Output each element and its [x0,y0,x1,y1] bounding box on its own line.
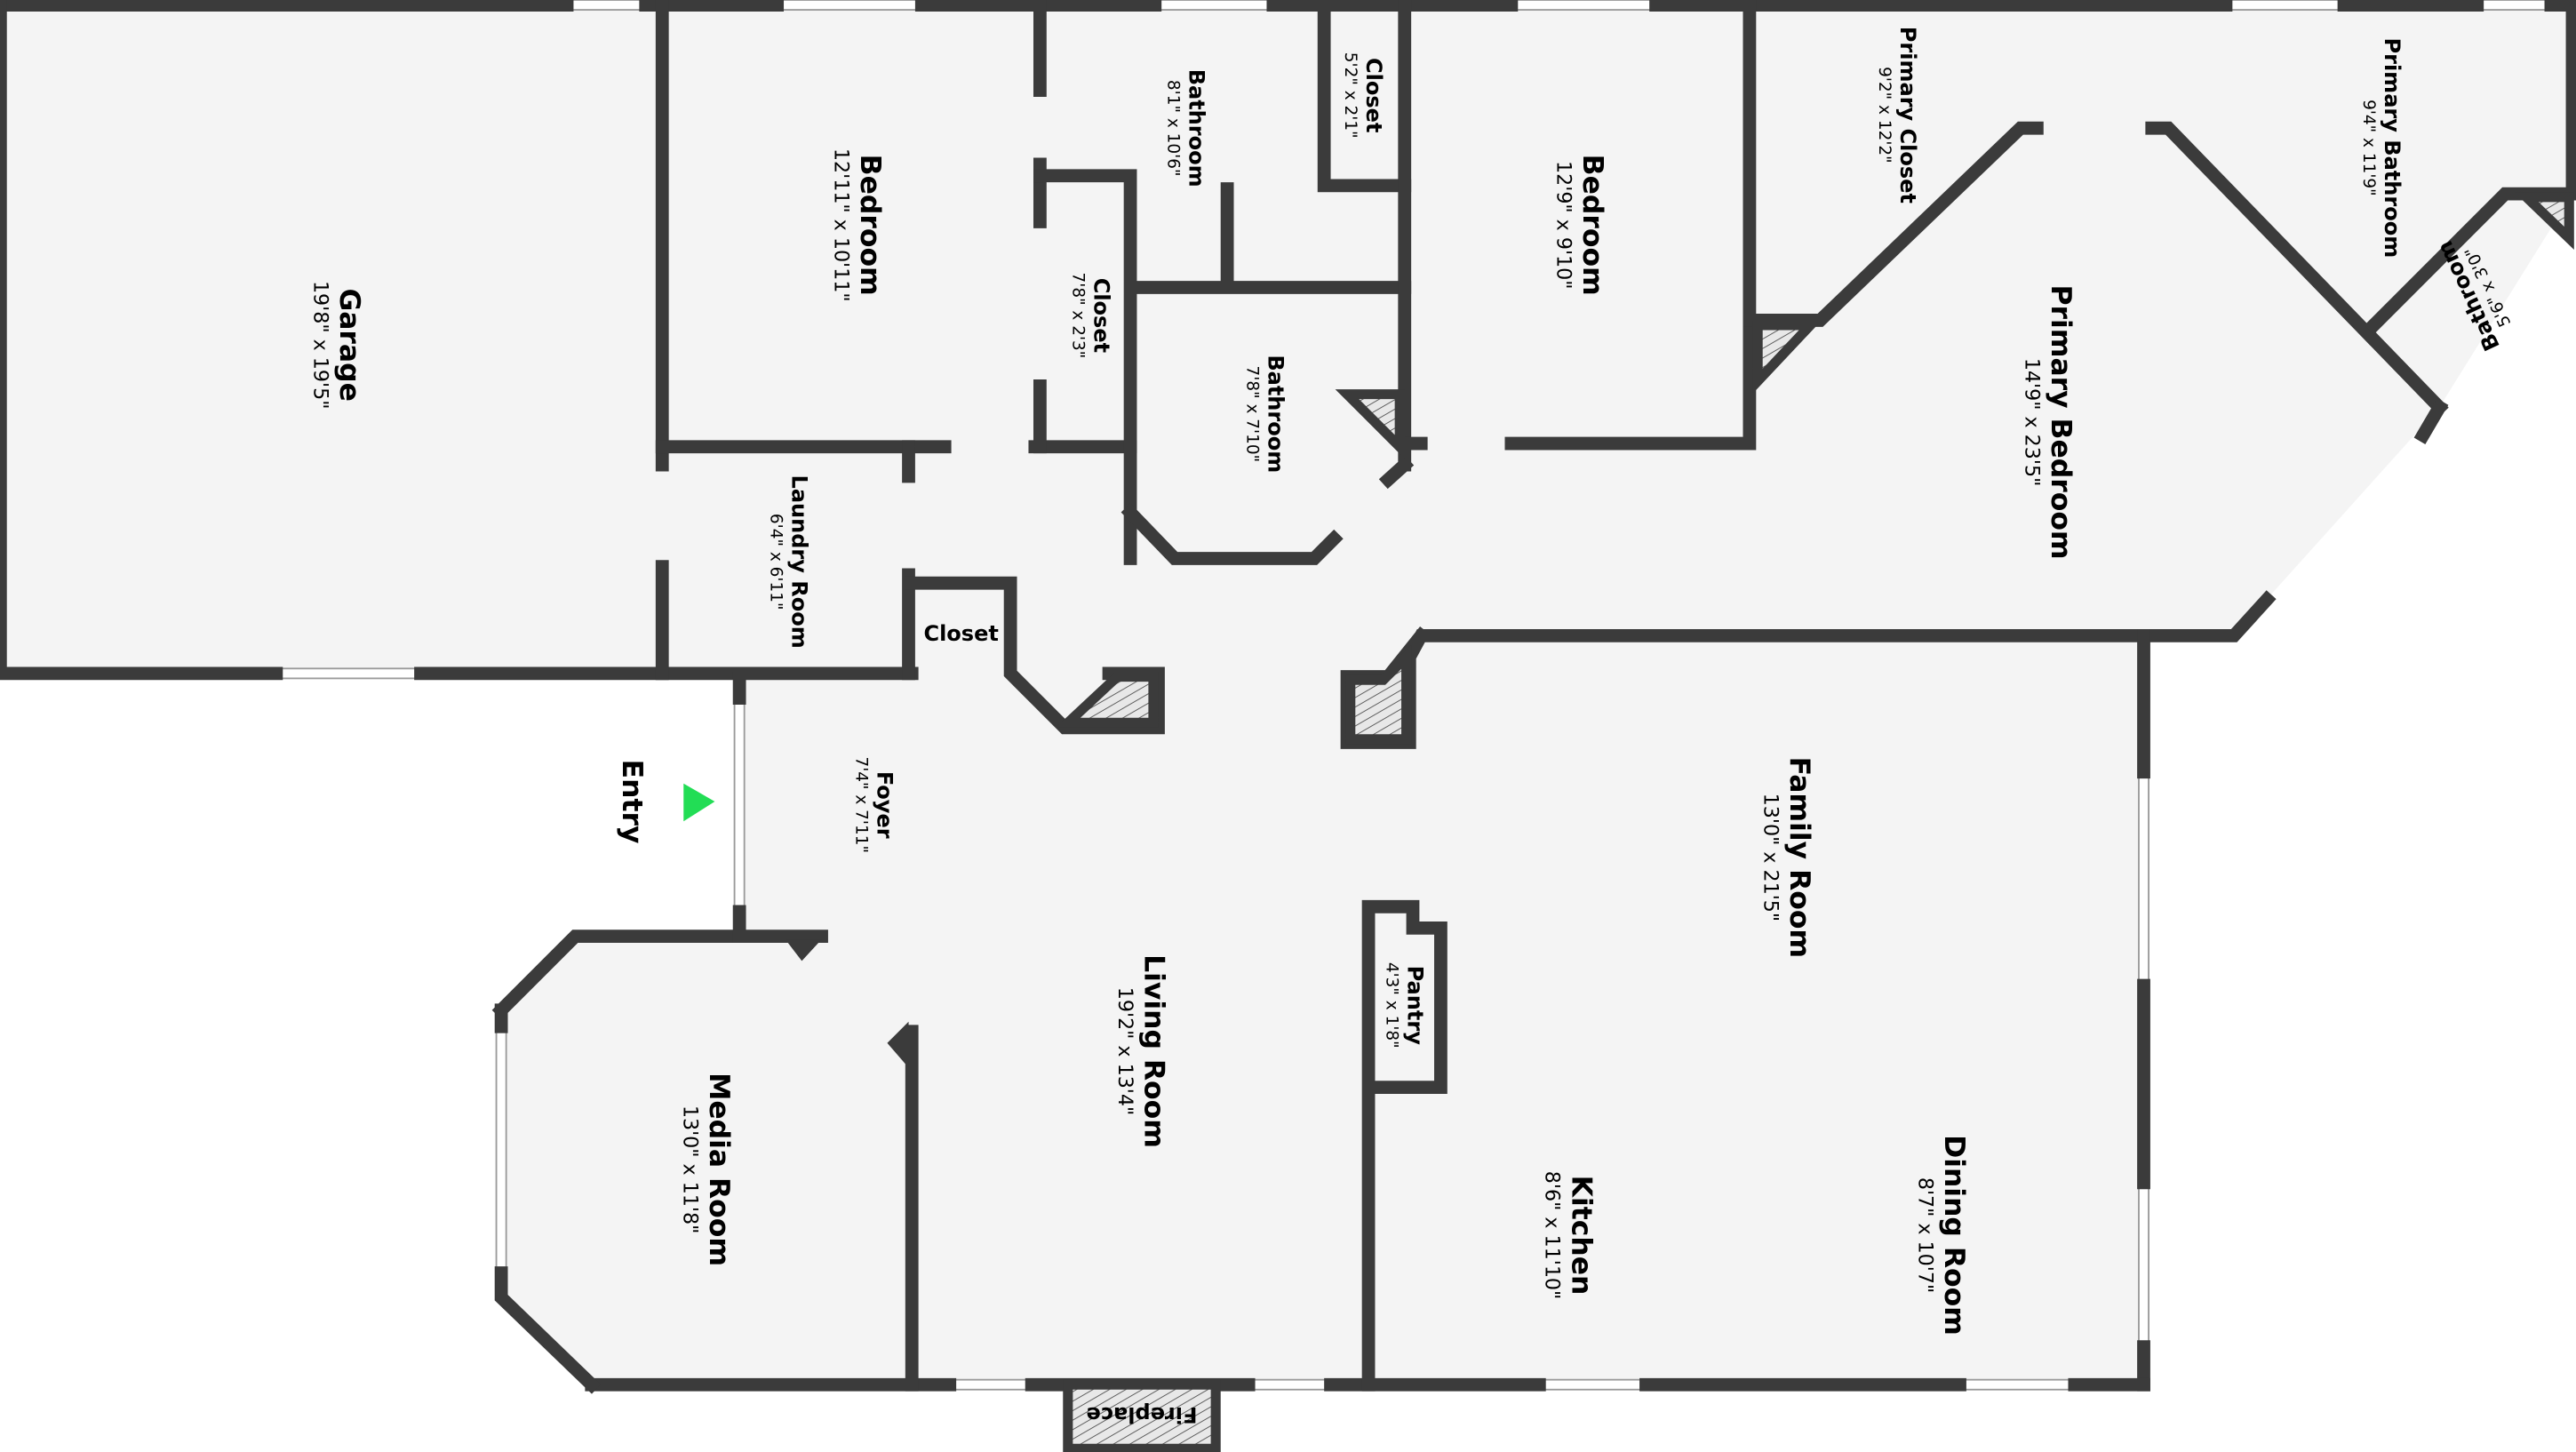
svg-text:9'4" x 11'9": 9'4" x 11'9" [2359,100,2378,196]
floor-area [0,4,2572,1449]
svg-text:Primary Closet: Primary Closet [1895,27,1920,203]
svg-text:7'8" x 2'3": 7'8" x 2'3" [1068,272,1087,358]
svg-text:Primary Bedroom: Primary Bedroom [2045,284,2077,559]
svg-text:13'0" x 21'5": 13'0" x 21'5" [1759,794,1782,921]
svg-text:Bedroom: Bedroom [1576,155,1608,296]
svg-text:Dining Room: Dining Room [1938,1135,1970,1336]
svg-text:6'4" x 6'11": 6'4" x 6'11" [766,514,785,610]
svg-text:Pantry: Pantry [1402,966,1427,1046]
svg-text:Closet: Closet [1361,58,1386,132]
svg-text:9'2" x 12'2": 9'2" x 12'2" [1875,67,1894,164]
svg-text:5'2" x 2'1": 5'2" x 2'1" [1341,52,1360,139]
svg-text:13'0" x 11'8": 13'0" x 11'8" [678,1105,701,1233]
svg-text:Bathroom: Bathroom [1263,355,1288,473]
hatched-column [1345,644,1412,745]
entry-label: Entry [616,760,648,844]
svg-text:Closet: Closet [1089,278,1113,353]
svg-text:Primary Bathroom: Primary Bathroom [2380,37,2405,258]
svg-text:19'2" x 13'4": 19'2" x 13'4" [1113,987,1136,1115]
svg-text:8'6" x 11'10": 8'6" x 11'10" [1541,1171,1564,1299]
fireplace [1063,1379,1221,1452]
fireplace-label: Fireplace [1087,1402,1198,1427]
svg-text:7'8" x 7'10": 7'8" x 7'10" [1242,366,1261,463]
svg-text:7'4" x 7'11": 7'4" x 7'11" [851,756,870,853]
entry-arrow-icon [683,783,715,822]
hatched-column [1335,389,1405,459]
svg-text:Bedroom: Bedroom [854,155,886,296]
svg-text:12'9" x 9'10": 12'9" x 9'10" [1552,161,1575,289]
svg-text:14'9" x 23'5": 14'9" x 23'5" [2020,358,2043,486]
svg-text:8'7" x 10'7": 8'7" x 10'7" [1913,1177,1936,1293]
svg-text:Foyer: Foyer [872,771,897,839]
hatched-column [1752,320,1822,394]
svg-text:Bathroom: Bathroom [1184,69,1209,187]
svg-text:Laundry Room: Laundry Room [786,475,811,649]
hatched-column [1055,672,1159,728]
svg-text:19'8" x 19'5": 19'8" x 19'5" [308,281,331,409]
svg-text:8'1" x 10'6": 8'1" x 10'6" [1164,80,1183,177]
svg-text:12'11" x 10'11": 12'11" x 10'11" [829,148,852,302]
hatched-column [2514,192,2574,251]
svg-text:Kitchen: Kitchen [1565,1176,1597,1296]
svg-text:Garage: Garage [333,288,365,401]
svg-text:Family Room: Family Room [1783,757,1815,959]
room-closet: Closet [923,621,998,646]
svg-text:4'3" x 1'8": 4'3" x 1'8" [1382,962,1400,1049]
svg-text:Media Room: Media Room [703,1073,735,1266]
svg-text:Living Room: Living Room [1138,954,1170,1148]
